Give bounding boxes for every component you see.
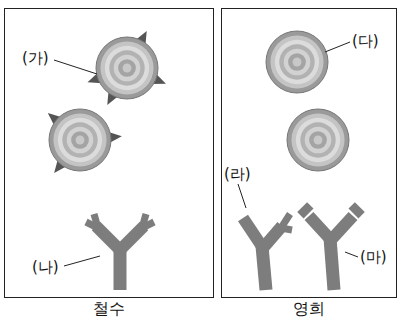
receptor-end bbox=[349, 202, 365, 218]
cell-ring bbox=[314, 136, 323, 145]
cell-ring bbox=[105, 46, 149, 90]
receptor-end bbox=[297, 202, 313, 218]
callout-label: (다) bbox=[352, 33, 379, 50]
leader-line bbox=[64, 256, 100, 266]
cell-ring bbox=[287, 109, 349, 171]
cell-ring bbox=[71, 131, 89, 149]
antibody-part bbox=[330, 238, 334, 290]
cell bbox=[266, 31, 328, 93]
antibody-part bbox=[281, 228, 292, 230]
cell bbox=[88, 31, 166, 105]
cell-ring bbox=[49, 109, 111, 171]
cell-ring bbox=[284, 49, 311, 76]
cell-ring bbox=[114, 55, 141, 82]
leader-line bbox=[54, 60, 97, 74]
leader-line bbox=[345, 252, 358, 257]
leader-line bbox=[238, 184, 246, 208]
cell-ring bbox=[293, 58, 302, 67]
antibody-part bbox=[263, 226, 282, 248]
antibody-part bbox=[114, 248, 127, 290]
callout-label: (가) bbox=[22, 50, 49, 67]
receptor bbox=[297, 202, 365, 290]
antibody-part bbox=[94, 214, 98, 228]
panel-caption: 철수 bbox=[5, 299, 213, 320]
callout-label: (마) bbox=[360, 249, 387, 266]
cells bbox=[48, 31, 349, 173]
cell-ring bbox=[288, 53, 306, 71]
cell-ring bbox=[291, 113, 344, 166]
cell bbox=[48, 109, 122, 173]
cell-ring bbox=[305, 127, 332, 154]
antibody bbox=[86, 214, 154, 290]
cell-ring bbox=[266, 31, 328, 93]
cell-ring bbox=[96, 37, 158, 99]
callout-label: (나) bbox=[32, 259, 59, 276]
antibody-part bbox=[142, 214, 146, 228]
cell-ring bbox=[118, 59, 136, 77]
leader-line bbox=[325, 42, 350, 52]
antibody-part bbox=[331, 216, 353, 240]
cell-ring bbox=[53, 113, 106, 166]
antibody-part bbox=[120, 226, 144, 250]
cell-ring bbox=[100, 41, 153, 94]
cell-ring bbox=[309, 131, 327, 149]
cell-ring bbox=[275, 40, 319, 84]
cell-ring bbox=[296, 118, 340, 162]
callout-label: (라) bbox=[224, 166, 251, 183]
cell-ring bbox=[270, 35, 323, 88]
cell-ring bbox=[279, 44, 314, 79]
cell-ring bbox=[76, 136, 85, 145]
cell bbox=[287, 109, 349, 171]
cell-ring bbox=[109, 50, 144, 85]
cell-ring bbox=[123, 64, 132, 73]
cell-ring bbox=[300, 122, 335, 157]
panel-caption: 영희 bbox=[222, 299, 396, 320]
cell-ring bbox=[67, 127, 94, 154]
antibody bbox=[243, 214, 292, 290]
cell-ring bbox=[58, 118, 102, 162]
antibody-part bbox=[262, 246, 266, 290]
cell-ring bbox=[62, 122, 97, 157]
